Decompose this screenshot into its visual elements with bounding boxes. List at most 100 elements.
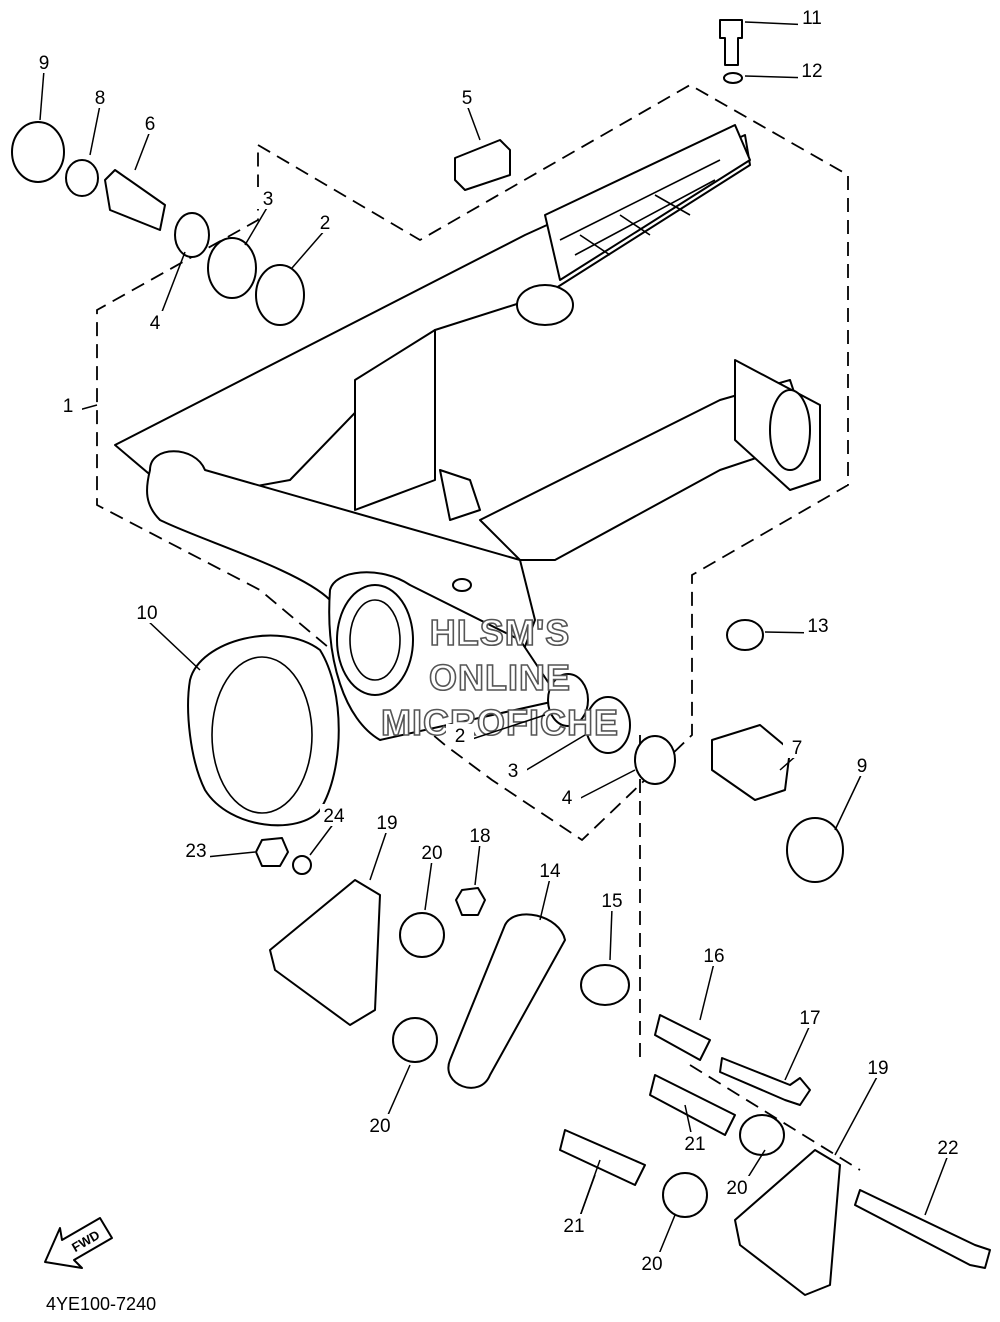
bearing-left (255, 264, 305, 326)
callout-label-background (182, 839, 210, 861)
callout-leader-line (424, 859, 433, 911)
callout-leader-line (134, 130, 151, 171)
callout-leader-line (244, 205, 269, 246)
dust-cover-left (11, 121, 65, 183)
callout-group: 1234567891011121314151617181920212223242… (30, 6, 962, 1275)
callout-label-background (466, 824, 494, 846)
callout-number: 4 (150, 313, 161, 334)
assembly-boundary-swingarm (96, 83, 849, 842)
cap (726, 619, 764, 651)
callout-label-background (499, 759, 527, 781)
callout-label-background (798, 59, 826, 81)
callout-number: 20 (369, 1116, 390, 1137)
washer-bottom (292, 855, 312, 875)
callout-leader-line (466, 104, 481, 141)
callout-leader-line (39, 69, 45, 121)
callout-number: 4 (562, 788, 573, 809)
callout-label-background (254, 187, 282, 209)
callout-number: 9 (857, 756, 868, 777)
callout-leader-line (146, 619, 201, 671)
callout-label-background (723, 1176, 751, 1198)
chain-case-ring (187, 634, 340, 827)
callout-label-background (598, 889, 626, 911)
callout-number: 12 (801, 61, 822, 82)
callout-number: 13 (807, 616, 828, 637)
callout-number: 11 (802, 8, 822, 29)
callout-label-background (311, 211, 339, 233)
callout-number: 20 (421, 843, 442, 864)
callout-label-background (804, 614, 832, 636)
callout-leader-line (459, 714, 546, 744)
callout-label-background (366, 1114, 394, 1136)
callout-label-background (373, 811, 401, 833)
callout-leader-line (291, 229, 326, 269)
callout-label-background (798, 6, 826, 28)
watermark-line: MICROFICHE (381, 702, 619, 743)
callout-label-background (133, 601, 161, 623)
nut-bottom (255, 837, 289, 867)
collar-long-c (559, 1129, 646, 1186)
callout-label-background (553, 786, 581, 808)
callout-number: 2 (455, 726, 466, 747)
callout-number: 14 (539, 861, 561, 882)
callout-label-background (86, 86, 114, 108)
rear-arm (114, 124, 821, 741)
callout-number: 19 (867, 1058, 888, 1079)
callout-leader-line (834, 772, 863, 831)
callout-label-background (796, 1006, 824, 1028)
callout-number: 22 (937, 1138, 958, 1159)
callout-number: 6 (145, 114, 156, 135)
callout-label-background (54, 394, 82, 416)
callout-number: 5 (462, 88, 473, 109)
callout-leader-line (924, 1154, 949, 1216)
callout-label-background (638, 1252, 666, 1274)
collar-top-a (399, 912, 445, 958)
protector (454, 139, 511, 191)
callout-label-background (864, 1056, 892, 1078)
callout-label-background (141, 311, 169, 333)
callout-leader-line (309, 822, 335, 856)
callout-number: 8 (95, 88, 106, 109)
pivot-shaft-right (711, 724, 791, 801)
callout-number: 24 (323, 806, 345, 827)
oil-seal-left (207, 237, 257, 299)
callout-number: 1 (63, 396, 74, 417)
connecting-rod (447, 913, 566, 1089)
washer-top (723, 72, 743, 84)
callout-leader-line (539, 877, 551, 921)
callout-label-background (681, 1132, 709, 1154)
callout-number: 15 (601, 891, 622, 912)
nut-left (65, 159, 99, 197)
collar-right (634, 735, 676, 785)
nut-link (455, 887, 486, 916)
bearing-right (547, 673, 589, 727)
diagram-reference-code: 4YE100-7240 (46, 1294, 157, 1314)
callout-leader-line (834, 1074, 879, 1156)
assembly-boundary-linkage (639, 735, 861, 1171)
callout-label-background (848, 754, 876, 776)
collar-right-b (739, 1114, 785, 1156)
collar-long-a (654, 1014, 711, 1061)
callout-number: 21 (684, 1134, 705, 1155)
forward-arrow-icon: FWD (44, 1217, 113, 1269)
relay-arm-right (734, 1149, 841, 1296)
callout-number: 19 (376, 813, 397, 834)
callout-number: 16 (703, 946, 724, 967)
callout-label-background (136, 112, 164, 134)
callout-number: 17 (799, 1008, 820, 1029)
callout-number: 18 (469, 826, 490, 847)
callout-leader-line (609, 907, 613, 961)
callout-number: 10 (136, 603, 157, 624)
bolt-top (719, 19, 743, 66)
oil-seal-right (585, 696, 631, 754)
watermark-line: ONLINE (429, 657, 571, 698)
callout-label-background (30, 51, 58, 73)
callout-leader-line (89, 104, 101, 156)
callout-leader-line (369, 829, 388, 881)
callout-number: 2 (320, 213, 331, 234)
callout-number: 7 (792, 738, 803, 759)
callout-label-background (560, 1214, 588, 1236)
callout-number: 9 (39, 53, 50, 74)
collar-bottom-a (392, 1017, 438, 1063)
